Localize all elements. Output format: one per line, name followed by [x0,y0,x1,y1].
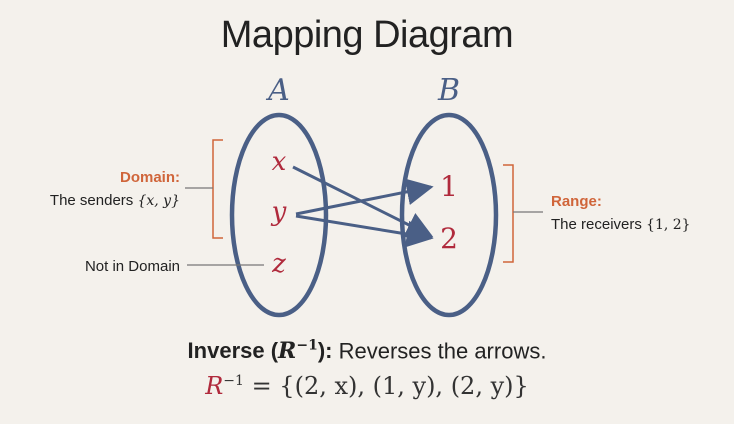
range-description: The receivers {1, 2} [551,216,691,233]
range-title: Range: [551,193,602,210]
set-a-label: A [265,73,290,108]
domain-title: Domain: [120,169,180,186]
inverse-heading: Inverse (R−1): Reverses the arrows. [0,338,734,364]
page-title: Mapping Diagram [220,14,514,56]
inverse-heading-bold: Inverse (R−1): [187,338,333,365]
set-a-ellipse [229,112,329,318]
domain-set: {x, y} [137,193,180,209]
formula-exp: −1 [223,373,244,389]
inverse-heading-symbol: R [278,338,297,365]
element-z: z [271,249,286,279]
range-text: The receivers [551,216,646,233]
set-b-label: B [437,73,460,108]
domain-text: The senders [50,192,138,209]
arrow-y-to-2 [295,214,434,248]
formula-symbol: R [205,372,224,400]
inverse-heading-exp: −1 [296,338,318,354]
formula-body: = {(2, x), (1, y), (2, y)} [243,372,529,400]
element-x: x [272,147,287,177]
range-bracket [503,164,514,263]
not-in-domain-label: Not in Domain [85,258,180,275]
range-set: {1, 2} [646,217,691,233]
inverse-formula: R−1 = {(2, x), (1, y), (2, y)} [0,372,734,400]
element-2: 2 [440,222,458,255]
domain-bracket [212,139,223,239]
domain-description: The senders {x, y} [50,192,180,209]
arrow-y-to-1 [295,178,434,216]
inverse-heading-text: Reverses the arrows. [332,338,547,364]
inverse-heading-prefix: Inverse ( [187,338,279,364]
set-b-ellipse [399,112,499,318]
element-1: 1 [440,170,458,203]
inverse-heading-close: ): [317,338,333,364]
element-y: y [271,197,287,227]
